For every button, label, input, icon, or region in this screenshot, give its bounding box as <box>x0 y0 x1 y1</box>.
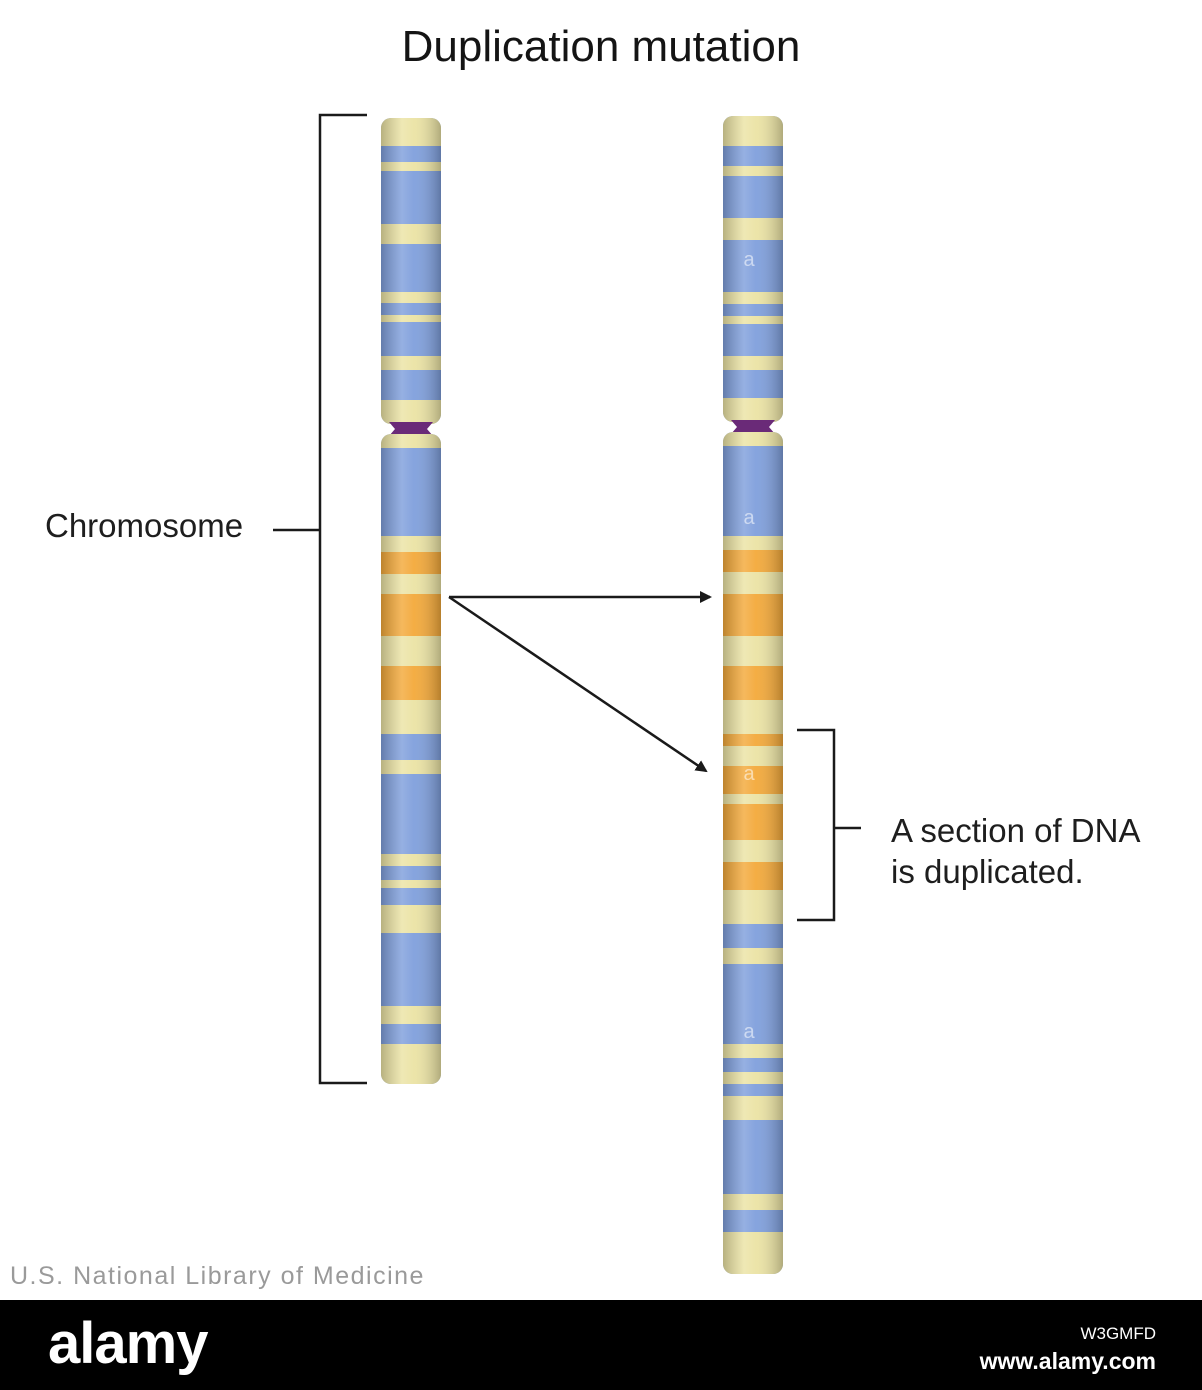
watermark-url: www.alamy.com <box>979 1348 1156 1374</box>
band-marker-2: a <box>743 507 755 529</box>
chromosome-bracket <box>273 113 367 1085</box>
duplicated-section-bracket <box>797 728 861 922</box>
duplicated-section-label: A section of DNA is duplicated. <box>891 811 1140 893</box>
diagram-figure: Duplication mutation <box>10 22 1141 1290</box>
chromosome-diagram: a a a a <box>273 113 861 1274</box>
duplicated-chromosome-long-arm <box>723 432 783 1274</box>
band-marker-4: a <box>743 1021 755 1043</box>
arrow-lower <box>448 595 708 773</box>
alamy-logo: alamy <box>48 1311 208 1376</box>
original-chromosome <box>381 118 441 1084</box>
band-marker-3: a <box>743 763 755 785</box>
band-marker-1: a <box>743 249 755 271</box>
original-chromosome-short-arm <box>381 118 441 424</box>
duplicated-centromere <box>731 420 775 434</box>
original-chromosome-long-arm <box>381 434 441 1084</box>
source-credit: U.S. National Library of Medicine <box>10 1262 425 1290</box>
duplicated-section-label-line1: A section of DNA <box>891 812 1141 849</box>
duplication-arrows <box>448 591 712 773</box>
original-centromere <box>389 422 433 436</box>
duplicated-chromosome-short-arm <box>723 116 783 422</box>
duplicated-section-label-line2: is duplicated. <box>891 852 1084 890</box>
diagram-title: Duplication mutation <box>401 22 801 71</box>
duplicated-chromosome: a a a a <box>723 116 783 1274</box>
watermark-footer: alamy W3GMFD www.alamy.com <box>0 1300 1202 1390</box>
image-id: W3GMFD <box>1080 1324 1156 1343</box>
chromosome-label: Chromosome <box>45 507 244 544</box>
